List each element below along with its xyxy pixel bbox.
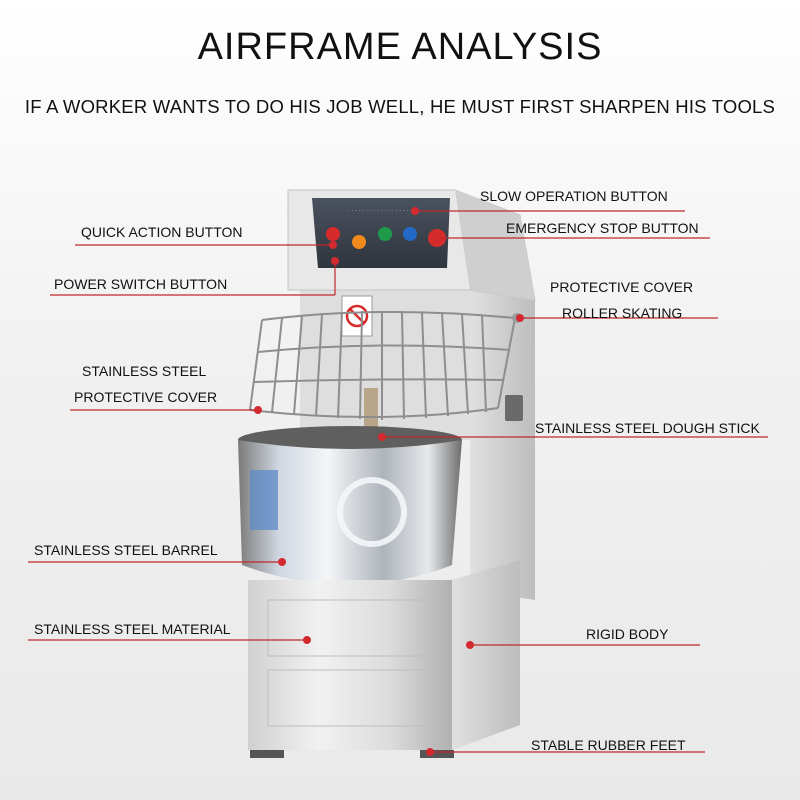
- label-stainless-steel-dough-stick: STAINLESS STEEL DOUGH STICK: [535, 420, 760, 436]
- no-hands-icon: [345, 304, 369, 328]
- rubber-foot-left: [250, 750, 284, 758]
- label-stable-rubber-feet: STABLE RUBBER FEET: [531, 737, 686, 753]
- label-protective-cover: PROTECTIVE COVER: [550, 279, 694, 295]
- page-title: AIRFRAME ANALYSIS: [197, 26, 603, 68]
- callout-dot: [378, 433, 386, 441]
- label-stainless-steel-material: STAINLESS STEEL MATERIAL: [34, 621, 231, 637]
- label-stainless-steel-protective-cover-line1: STAINLESS STEEL: [82, 363, 207, 379]
- callout-dot: [329, 241, 337, 249]
- label-power-switch-button: POWER SWITCH BUTTON: [54, 276, 228, 292]
- callout-dot: [426, 748, 434, 756]
- callout-dot: [254, 406, 262, 414]
- label-stainless-steel-barrel: STAINLESS STEEL BARREL: [34, 542, 218, 558]
- label-roller-skating: ROLLER SKATING: [562, 305, 683, 321]
- mixer-head-side: [455, 190, 535, 300]
- vent-slot: [505, 395, 523, 421]
- power-switch-button-icon: [352, 235, 366, 249]
- mode-button-icon: [403, 227, 417, 241]
- bowl-label-band: [250, 470, 278, 530]
- label-slow-operation-button: SLOW OPERATION BUTTON: [480, 188, 668, 204]
- callout-dot: [516, 314, 524, 322]
- callout-dot: [411, 207, 419, 215]
- label-rigid-body: RIGID BODY: [586, 626, 669, 642]
- quick-action-button-icon: [326, 227, 340, 241]
- callout-dot: [466, 641, 474, 649]
- control-panel-print: · · · · · · · · · · · · · · · · · ·: [348, 208, 412, 214]
- label-quick-action-button: QUICK ACTION BUTTON: [81, 224, 243, 240]
- stainless-steel-barrel-shape: [238, 440, 462, 585]
- wire-guard: [249, 310, 516, 420]
- callout-dot: [278, 558, 286, 566]
- label-emergency-stop-button: EMERGENCY STOP BUTTON: [506, 220, 699, 236]
- slow-operation-button-icon: [378, 227, 392, 241]
- mixer-base-side: [452, 560, 520, 750]
- rubber-foot-right: [420, 750, 454, 758]
- callout-dot: [433, 234, 441, 242]
- callout-dot: [331, 257, 339, 265]
- label-stainless-steel-protective-cover-line2: PROTECTIVE COVER: [74, 389, 218, 405]
- callout-dot: [303, 636, 311, 644]
- bowl-reflection: [337, 477, 407, 547]
- page-subtitle: IF A WORKER WANTS TO DO HIS JOB WELL, HE…: [24, 96, 776, 117]
- mixer-column-side: [470, 290, 535, 600]
- base-front-panel: [248, 580, 452, 750]
